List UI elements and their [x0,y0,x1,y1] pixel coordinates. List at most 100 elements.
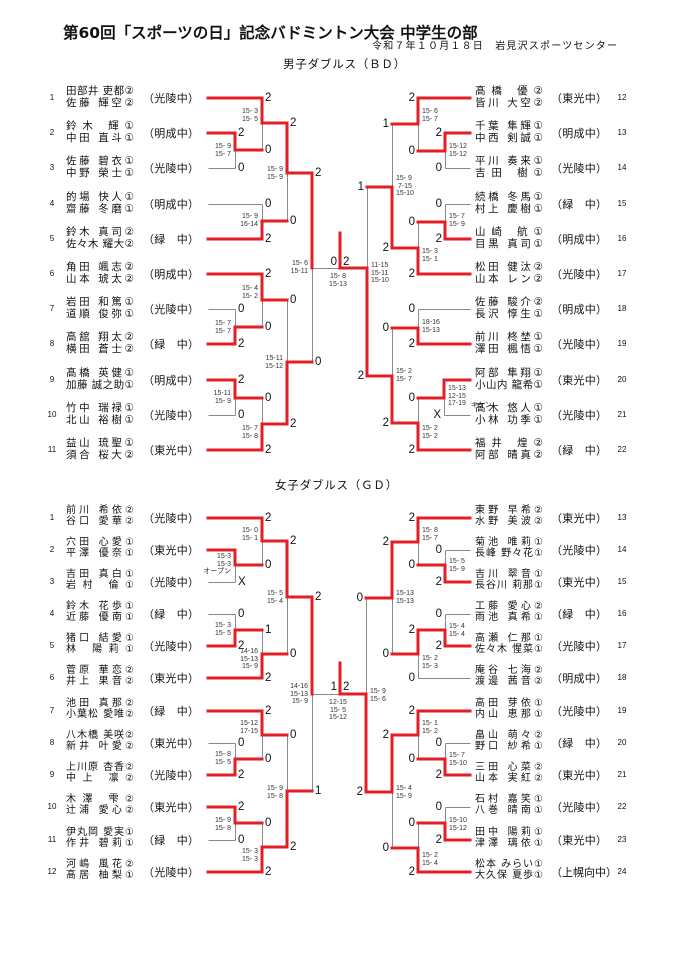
player-name: 阿部 隼翔① [475,367,543,379]
player-name: 三田 心菜② [475,761,543,773]
player-name: 山本 実紅② [475,773,543,784]
set-score: 15- 9 [215,397,231,405]
game-count: 2 [265,92,272,104]
game-count: 2 [408,338,415,350]
game-count: 2 [435,233,442,245]
set-score: 15- 5 [215,758,231,766]
player-name: 近藤 優南① [66,612,134,623]
game-count: 0 [408,216,415,228]
game-count: 0 [382,648,389,660]
entry-number: 21 [617,410,627,419]
game-count: 0 [238,409,245,421]
game-count: 2 [435,127,442,139]
set-score: 15- 6 [422,108,438,115]
set-score: 15- 7 [215,150,231,158]
entry-number: 2 [49,128,55,137]
game-count: 2 [357,370,364,382]
set-score: 15-13 [329,280,347,288]
entry-number: 3 [49,577,55,586]
game-count: 0 [265,198,272,210]
entry-number: 7 [49,304,55,313]
entry-number: 8 [49,738,55,747]
game-count: 0 [435,544,442,556]
player-name: 岩村 倫① [66,580,134,591]
set-score: 15- 7 [396,375,412,383]
entry-number: 18 [617,673,627,682]
entry-number: 9 [49,770,55,779]
game-count: 0 [435,162,442,174]
set-score: 15- 3 [242,855,258,863]
player-name: 内山 恵那① [475,709,543,720]
player-name: 目黒 真司① [475,238,543,250]
school-name: （東光中） [143,800,199,814]
set-score: 15- 8 [215,751,231,758]
set-score: 15- 2 [396,368,412,375]
player-name: 津澤 璃依① [475,838,543,849]
game-count: 2 [435,769,442,781]
entry-number: 21 [617,770,627,779]
player-name: 水野 美波② [475,516,543,527]
game-count: 0 [382,322,389,334]
game-count: 0 [290,215,297,227]
player-name: 木澤 雫② [66,793,134,805]
set-score: 7-15 [396,182,412,190]
player-name: 須合 桜大② [66,449,134,461]
game-count: 0 [435,737,442,749]
school-name: （上幌向中） [551,865,617,879]
entry-number: 11 [47,835,57,844]
set-score: 15-3 [216,553,231,560]
